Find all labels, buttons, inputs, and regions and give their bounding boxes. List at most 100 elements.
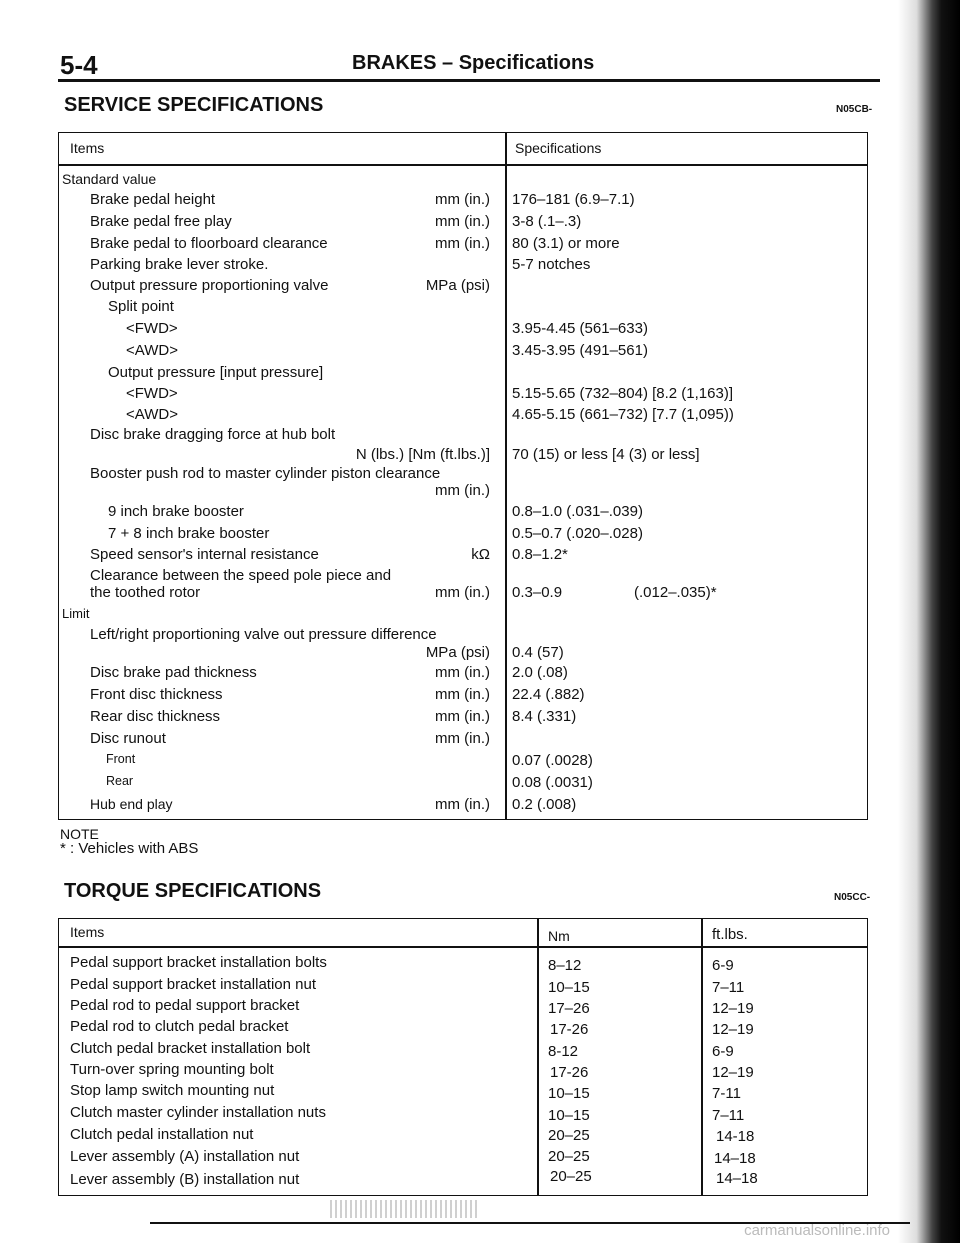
note-title: NOTE [60, 826, 99, 842]
torque-item: Lever assembly (B) installation nut [70, 1171, 300, 1188]
table-row-value: 22.4 (.882) [512, 686, 585, 703]
torque-col-ftlbs: ft.lbs. [712, 926, 748, 943]
torque-ftlbs: 12–19 [712, 1021, 754, 1038]
torque-col-nm: Nm [548, 928, 570, 944]
torque-item: Lever assembly (A) installation nut [70, 1148, 300, 1165]
table-row-value: 3.45-3.95 (491–561) [512, 342, 648, 359]
table-row-unit: mm (in.) [435, 730, 490, 747]
torque-item: Clutch pedal installation nut [70, 1126, 254, 1143]
table-row-value: 0.08 (.0031) [512, 774, 593, 791]
torque-ftlbs: 7-11 [712, 1085, 741, 1102]
service-spec-table [58, 132, 868, 820]
table-row-value: 70 (15) or less [4 (3) or less] [512, 446, 700, 463]
table-row-value: 0.07 (.0028) [512, 752, 593, 769]
table-row-value: 0.3–0.9 [512, 584, 563, 601]
torque-item: Pedal rod to pedal support bracket [70, 997, 300, 1014]
table-row-value-secondary: (.012–.035)* [634, 584, 717, 601]
table-row-value: 8.4 (.331) [512, 708, 577, 725]
table-row-unit: mm (in.) [435, 482, 490, 499]
table-row-label: Limit [62, 606, 90, 621]
torque-ftlbs: 12–19 [712, 1064, 754, 1081]
table-row-label: <AWD> [126, 342, 178, 359]
scan-edge-shadow [898, 0, 960, 1243]
table-row-label: Front disc thickness [90, 686, 223, 703]
service-section-code: N05CB- [836, 104, 873, 115]
header-rule [58, 79, 880, 82]
watermark-text: carmanualsonline.info [744, 1222, 890, 1239]
torque-nm: 8–12 [548, 957, 582, 974]
table-row-value: 0.4 (57) [512, 644, 564, 661]
table-row-unit: mm (in.) [435, 191, 490, 208]
table-row-unit: mm (in.) [435, 796, 490, 813]
torque-nm: 10–15 [548, 1107, 590, 1124]
torque-item: Pedal support bracket installation bolts [70, 954, 327, 971]
table-row-value: 4.65-5.15 (661–732) [7.7 (1,095)) [512, 406, 734, 423]
table-row-label: Disc brake pad thickness [90, 664, 257, 681]
table-row-label: Disc runout [90, 730, 166, 747]
service-header-rule [58, 164, 868, 166]
table-row-value: 5-7 notches [512, 256, 591, 273]
table-row-unit: kΩ [471, 546, 490, 563]
table-row-label: Parking brake lever stroke. [90, 256, 269, 273]
service-col-items: Items [70, 140, 105, 156]
torque-section-code: N05CC- [834, 892, 871, 903]
torque-item: Pedal support bracket installation nut [70, 976, 316, 993]
table-row-label: Output pressure proportioning valve [90, 277, 329, 294]
torque-nm: 17-26 [550, 1064, 589, 1081]
torque-nm: 8-12 [548, 1043, 579, 1060]
table-row-unit: N (lbs.) [Nm (ft.lbs.)] [355, 446, 490, 463]
torque-ftlbs: 14–18 [714, 1150, 756, 1167]
table-row-unit: mm (in.) [435, 686, 490, 703]
torque-ftlbs: 12–19 [712, 1000, 754, 1017]
table-row-value: 0.2 (.008) [512, 796, 577, 813]
torque-nm: 20–25 [548, 1148, 590, 1165]
table-row-label: 9 inch brake booster [108, 503, 244, 520]
torque-item: Turn-over spring mounting bolt [70, 1061, 274, 1078]
torque-ftlbs: 14-18 [716, 1128, 755, 1145]
table-row-unit: mm (in.) [435, 213, 490, 230]
table-row-label: Disc brake dragging force at hub bolt [90, 426, 336, 443]
table-row-value: 0.8–1.2* [512, 546, 568, 563]
torque-ftlbs: 7–11 [712, 1107, 745, 1124]
table-row-value: 0.5–0.7 (.020–.028) [512, 525, 643, 542]
table-row-label: Output pressure [input pressure] [108, 364, 324, 381]
page-number: 5-4 [60, 50, 98, 80]
table-row-label: Standard value [62, 171, 157, 187]
table-row-label: Clearance between the speed pole piece a… [90, 567, 392, 584]
table-row-unit: mm (in.) [435, 664, 490, 681]
table-row-label: Left/right proportioning valve out press… [90, 626, 437, 643]
torque-nm: 20–25 [548, 1127, 590, 1144]
table-row-value: 5.15-5.65 (732–804) [8.2 (1,163)] [512, 385, 733, 402]
torque-item: Clutch master cylinder installation nuts [70, 1104, 326, 1121]
torque-col-items: Items [70, 924, 105, 940]
table-row-label: <FWD> [126, 320, 178, 337]
table-row-label: Booster push rod to master cylinder pist… [90, 465, 441, 482]
service-column-divider [505, 132, 507, 820]
torque-nm: 17-26 [550, 1021, 589, 1038]
torque-nm: 17–26 [548, 1000, 590, 1017]
table-row-label: Rear disc thickness [90, 708, 221, 725]
table-row-label: Speed sensor's internal resistance [90, 546, 319, 563]
scan-smudge [330, 1200, 480, 1218]
torque-column-divider-2 [701, 918, 703, 1196]
table-row-label: Rear [106, 774, 134, 788]
torque-item: Stop lamp switch mounting nut [70, 1082, 275, 1099]
table-row-value: 80 (3.1) or more [512, 235, 620, 252]
table-row-unit: MPa (psi) [425, 644, 490, 661]
table-row-label: Hub end play [90, 796, 173, 812]
torque-item: Pedal rod to clutch pedal bracket [70, 1018, 289, 1035]
torque-ftlbs: 6-9 [712, 957, 734, 974]
table-row-value: 3-8 (.1–.3) [512, 213, 582, 230]
table-row-unit: mm (in.) [435, 584, 490, 601]
table-row-label: Brake pedal to floorboard clearance [90, 235, 328, 252]
table-row-unit: mm (in.) [435, 708, 490, 725]
table-row-label: Brake pedal free play [90, 213, 232, 230]
torque-ftlbs: 6-9 [712, 1043, 734, 1060]
table-row-unit: mm (in.) [435, 235, 490, 252]
table-row-label: the toothed rotor [90, 584, 201, 601]
torque-nm: 20–25 [550, 1168, 592, 1185]
torque-ftlbs: 14–18 [716, 1170, 758, 1187]
table-row-label: 7 + 8 inch brake booster [108, 525, 270, 542]
service-col-specs: Specifications [515, 140, 602, 156]
torque-header-rule [58, 946, 868, 948]
